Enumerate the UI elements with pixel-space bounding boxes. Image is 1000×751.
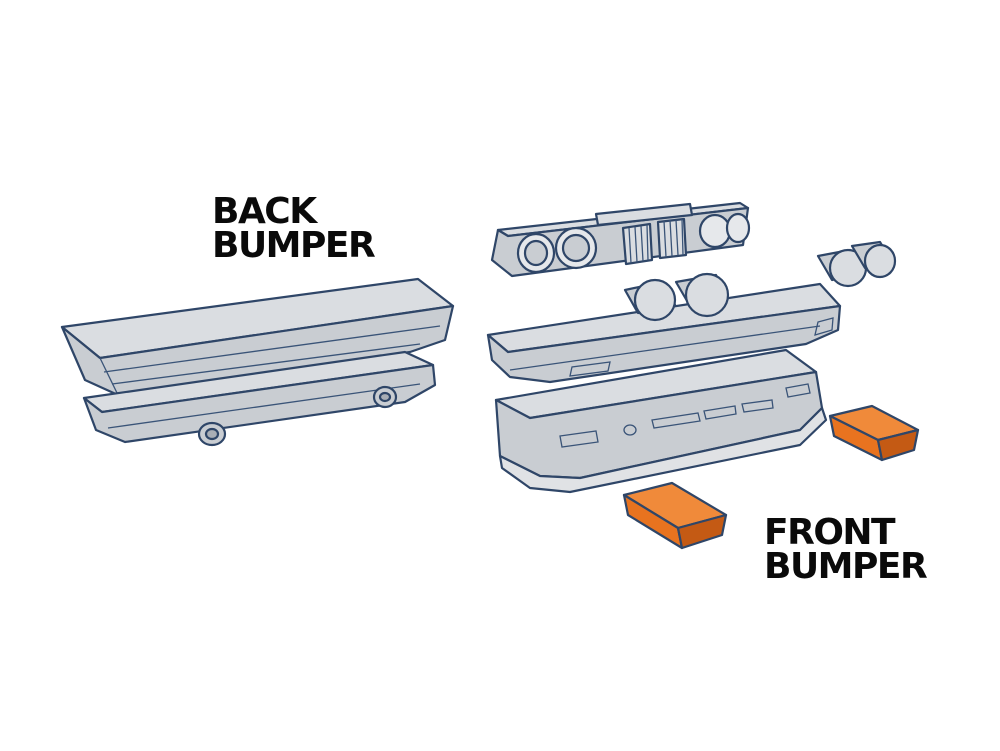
back-bumper-lower-trim: [82, 350, 437, 444]
front-label-line1: FRONT: [764, 512, 896, 553]
front-label-line2: BUMPER: [764, 546, 928, 587]
orange-block-right: [828, 404, 920, 462]
orange-block-left: [622, 481, 728, 550]
front-fog-lamp-cylinder-4: [850, 240, 897, 279]
back-label-line1: BACK: [212, 191, 317, 232]
front-fog-lamp-cylinder-3: [816, 248, 868, 288]
front-fog-lamp-cylinder-1: [623, 278, 677, 322]
back-bumper-tow-eye-right: [372, 385, 398, 409]
back-label-line2: BUMPER: [212, 225, 376, 266]
front-grille-panel: [490, 201, 751, 278]
back-bumper-label: BACK BUMPER: [212, 191, 376, 266]
front-bumper-label: FRONT BUMPER: [764, 512, 928, 587]
front-bumper-lower-air-dam: [494, 348, 828, 494]
front-fog-lamp-cylinder-2: [674, 272, 730, 318]
back-bumper-main-shell: [60, 277, 455, 397]
back-bumper-tow-eye-left: [197, 421, 227, 447]
